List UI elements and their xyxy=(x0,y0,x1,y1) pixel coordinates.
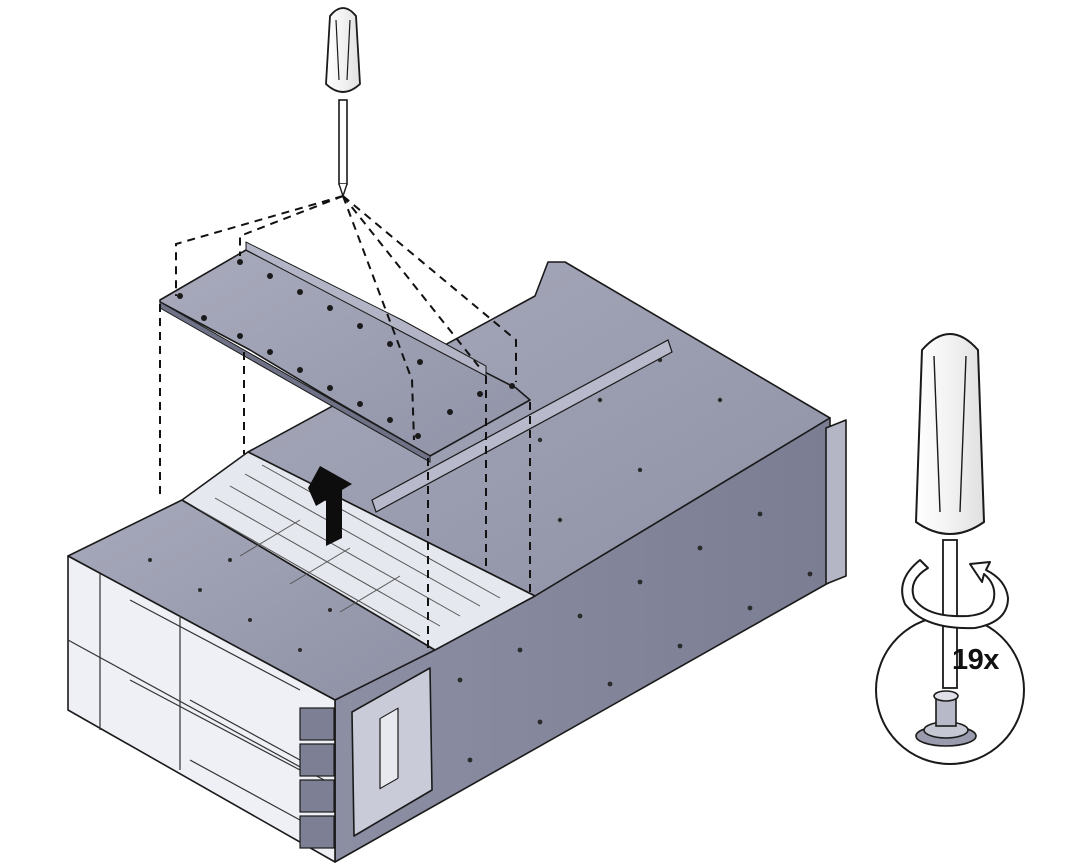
screwdriver-icon xyxy=(325,7,361,199)
power-supplies xyxy=(299,707,335,849)
captive-screw-icon xyxy=(915,690,977,747)
screw-guide-lines xyxy=(159,195,531,648)
rotation-arrow-icon xyxy=(901,559,1009,630)
lift-arrow-icon xyxy=(308,466,352,546)
chassis-front-face xyxy=(67,555,336,863)
removed-cover-panel xyxy=(159,241,531,463)
chassis-open-interior xyxy=(181,451,536,651)
server-chassis xyxy=(67,261,847,863)
chassis-rear-rail xyxy=(825,419,847,585)
detail-screwdriver-icon xyxy=(914,333,986,689)
screw-detail-callout xyxy=(875,333,1025,765)
interior-rails xyxy=(199,464,501,637)
chassis-rivets xyxy=(148,357,813,763)
screw-count-label: 19x xyxy=(952,644,999,676)
top-strip-plate xyxy=(371,339,673,513)
front-drive-bays xyxy=(67,574,336,821)
